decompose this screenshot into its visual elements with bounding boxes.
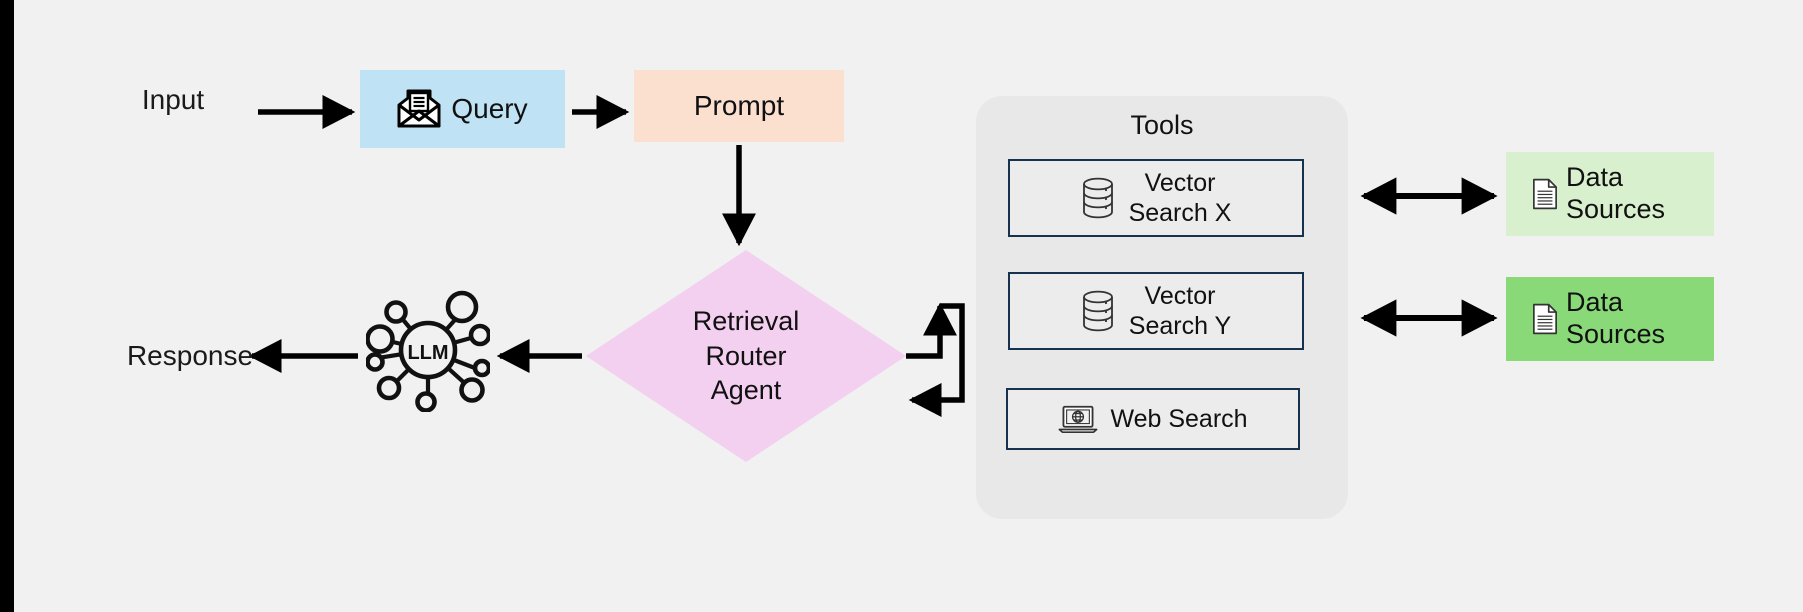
tools-panel: Tools Vector Search X [976, 96, 1348, 519]
laptop-globe-icon [1058, 405, 1098, 433]
left-edge-band [0, 0, 14, 612]
retrieval-router-agent-node[interactable]: Retrieval Router Agent [586, 250, 906, 462]
router-line-3: Agent [710, 375, 782, 406]
query-label: Query [451, 93, 528, 124]
tool-vector-search-x-label: Vector Search X [1128, 169, 1232, 227]
open-envelope-icon [397, 89, 441, 128]
llm-network-node-icon: LLM [365, 290, 492, 413]
data-sources-box-1[interactable]: Data Sources [1506, 152, 1714, 236]
arrow-branch-stem [940, 303, 965, 365]
router-line-2: Router [705, 340, 787, 371]
tool-vector-search-y[interactable]: Vector Search Y [1008, 272, 1304, 350]
data-sources-label-2: Data Sources [1566, 287, 1666, 349]
arrow-router-to-tools-upper [906, 302, 958, 359]
prompt-box[interactable]: Prompt [634, 70, 844, 142]
database-icon [1082, 290, 1113, 332]
llm-node[interactable]: LLM [365, 288, 492, 413]
diamond-text: Retrieval Router Agent [586, 250, 906, 462]
arrow-tools-to-router-return [908, 365, 965, 418]
document-icon [1533, 178, 1557, 210]
response-label: Response [126, 339, 254, 371]
data-sources-box-2[interactable]: Data Sources [1506, 277, 1714, 361]
router-line-1: Retrieval [692, 306, 800, 337]
tool-web-search[interactable]: Web Search [1006, 388, 1300, 450]
data-sources-label-1: Data Sources [1566, 162, 1666, 224]
tool-web-search-label: Web Search [1110, 405, 1248, 433]
tool-vector-search-x[interactable]: Vector Search X [1008, 159, 1304, 237]
llm-node-label: LLM [407, 342, 448, 364]
document-icon [1533, 303, 1557, 335]
database-icon [1082, 177, 1113, 219]
query-box[interactable]: Query [360, 70, 565, 148]
input-label: Input [141, 83, 205, 115]
prompt-label: Prompt [693, 90, 785, 121]
tool-vector-search-y-label: Vector Search Y [1128, 282, 1232, 340]
tools-title: Tools [1130, 110, 1194, 140]
